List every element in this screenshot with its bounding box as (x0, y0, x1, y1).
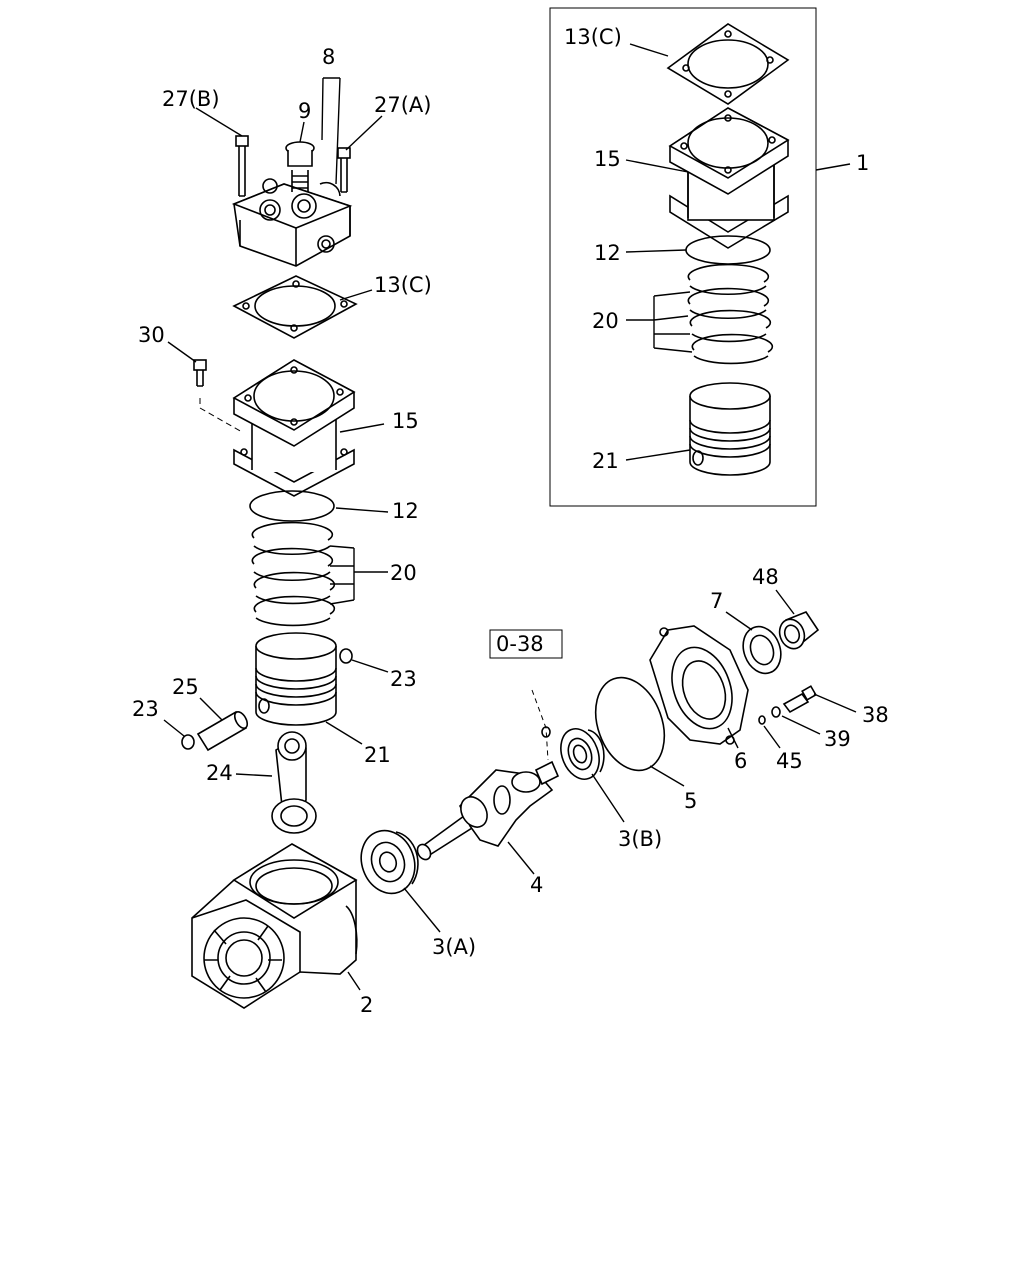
crankcase-part (191, 843, 358, 1009)
label-inset-13c: 13(C) (564, 25, 622, 49)
sleeve-part (778, 611, 820, 650)
reference-box (489, 629, 563, 659)
inset-gasket-part (666, 23, 790, 105)
bolt-30 (193, 359, 207, 387)
snap-ring-23-right (339, 648, 353, 664)
washer-45 (758, 715, 766, 725)
label-23-left: 23 (132, 697, 159, 721)
label-8: 8 (322, 45, 335, 69)
label-12: 12 (392, 499, 419, 523)
piston-pin-part (196, 710, 249, 752)
label-15: 15 (392, 409, 419, 433)
label-7: 7 (710, 589, 723, 613)
bearing-3a-part (360, 829, 419, 895)
label-27a: 27(A) (374, 93, 431, 117)
washer-39 (771, 706, 781, 718)
snap-ring-23-left (181, 734, 195, 750)
label-inset-20: 20 (592, 309, 619, 333)
label-inset-15: 15 (594, 147, 621, 171)
label-25: 25 (172, 675, 199, 699)
label-38: 38 (862, 703, 889, 727)
label-45: 45 (776, 749, 803, 773)
label-inset-1: 1 (856, 151, 869, 175)
bolt-27a (337, 147, 351, 193)
label-13c: 13(C) (374, 273, 432, 297)
label-9: 9 (298, 99, 311, 123)
label-3b: 3(B) (618, 827, 662, 851)
inset-piston-rings (687, 263, 774, 365)
label-23-right: 23 (390, 667, 417, 691)
label-0-38: 0-38 (496, 632, 544, 656)
label-21: 21 (364, 743, 391, 767)
cylinder-head-part (231, 178, 353, 267)
label-27b: 27(B) (162, 87, 220, 111)
o-ring-part (594, 676, 666, 772)
inset-piston-part (689, 382, 771, 476)
gasket-part (232, 275, 358, 339)
label-20: 20 (390, 561, 417, 585)
label-39: 39 (824, 727, 851, 751)
ring-12-part (249, 490, 335, 522)
label-6: 6 (734, 749, 747, 773)
bearing-cover-part (649, 625, 749, 745)
label-3a: 3(A) (432, 935, 476, 959)
piston-rings-part (251, 521, 336, 627)
plug-part (285, 141, 315, 192)
oil-seal-part (742, 625, 782, 675)
label-5: 5 (684, 789, 697, 813)
bearing-3b-part (560, 728, 605, 780)
label-inset-21: 21 (592, 449, 619, 473)
label-30: 30 (138, 323, 165, 347)
callout-labels: 13(C) 15 12 20 21 1 8 9 27(B) 27(A) 13(C… (132, 25, 889, 1017)
connecting-rod-part (271, 731, 317, 834)
label-24: 24 (206, 761, 233, 785)
bolt-27b (235, 135, 249, 197)
label-48: 48 (752, 565, 779, 589)
piston-part (255, 632, 337, 726)
cylinder-part (232, 359, 356, 497)
inset-assembly-box (549, 7, 851, 507)
bolt-38 (782, 685, 817, 714)
crankshaft-part (416, 760, 560, 861)
label-4: 4 (530, 873, 543, 897)
label-inset-12: 12 (594, 241, 621, 265)
inset-cylinder-part (668, 107, 790, 249)
label-2: 2 (360, 993, 373, 1017)
